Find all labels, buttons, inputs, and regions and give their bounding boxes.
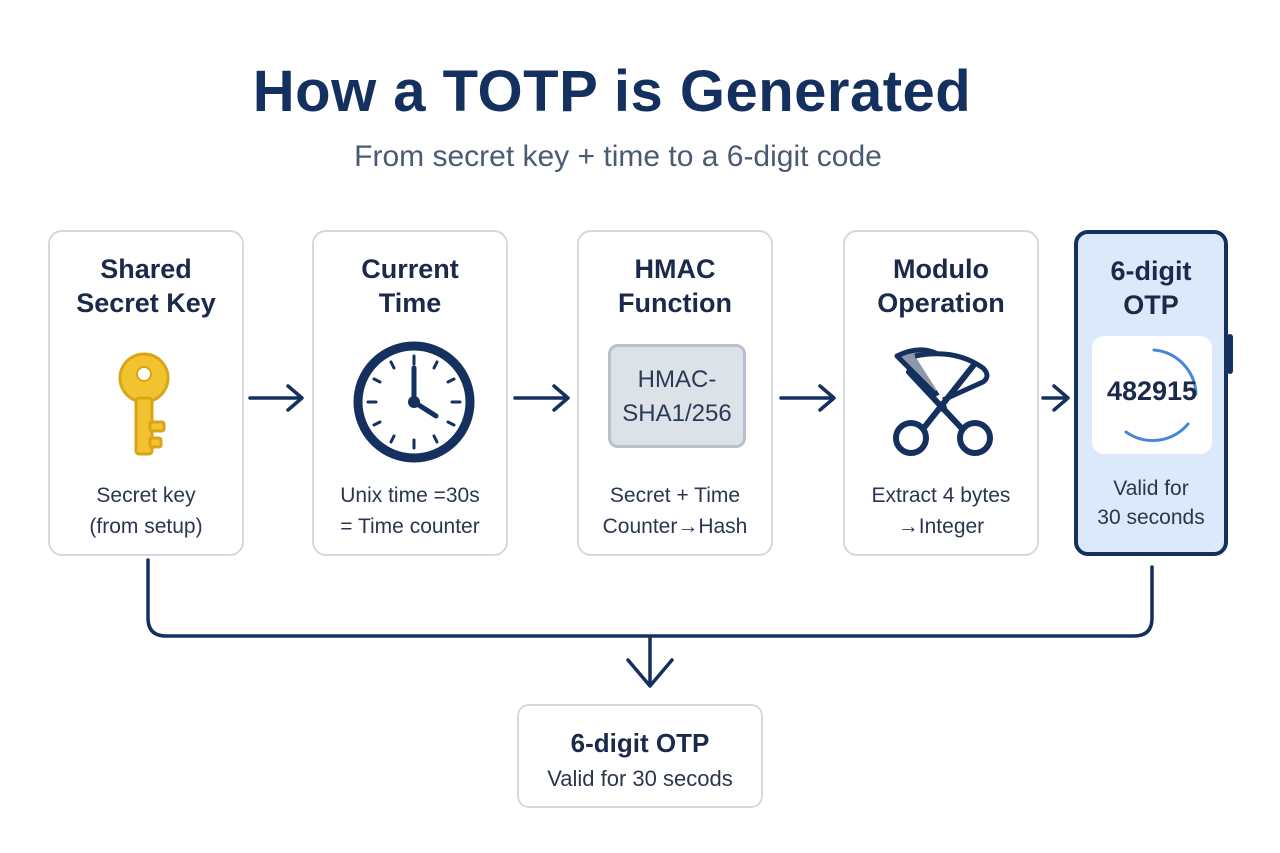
step-description: Unix time =30s = Time counter — [340, 484, 480, 538]
arrow-right-icon — [779, 384, 836, 412]
key-icon — [118, 352, 170, 456]
arrow-right-icon — [1041, 384, 1070, 412]
step-description: Valid for 30 seconds — [1097, 477, 1205, 529]
step-card-otp-phone: 6-digit OTP 482915 Valid for 30 seconds — [1074, 230, 1233, 556]
otp-display: 482915 — [1092, 336, 1212, 454]
arrow-right-icon — [248, 384, 304, 412]
step-title: Modulo Operation — [877, 254, 1005, 318]
result-box: 6-digit OTP Valid for 30 secods — [517, 704, 763, 808]
result-title: 6-digit OTP — [570, 728, 710, 758]
step-title: Current Time — [361, 254, 459, 318]
step-description: Extract 4 bytes →Integer — [871, 484, 1011, 538]
step-title: Shared Secret Key — [76, 254, 216, 318]
arrow-right-icon — [513, 384, 570, 412]
clock-icon — [353, 341, 475, 463]
step-card-modulo-operation: Modulo Operation Extract 4 bytes →Intege… — [843, 230, 1039, 556]
step-title: 6-digit OTP — [1110, 256, 1192, 320]
step-card-hmac-function: HMAC Function HMAC- SHA1/256 Secret + Ti… — [577, 230, 773, 556]
hmac-algorithm-box: HMAC- SHA1/256 — [608, 344, 746, 448]
step-title: HMAC Function — [618, 254, 732, 318]
step-description: Secret + Time Counter→Hash — [602, 484, 748, 538]
scissors-icon — [893, 347, 993, 456]
timer-ring-icon — [1124, 348, 1198, 442]
otp-code: 482915 — [1106, 376, 1198, 406]
merge-line — [146, 558, 1154, 638]
page-title: How a TOTP is Generated — [252, 59, 972, 124]
step-description: Secret key (from setup) — [89, 484, 203, 538]
step-card-secret-key: Shared Secret Key Secret key (from setup… — [48, 230, 244, 556]
page-subtitle: From secret key + time to a 6-digit code — [354, 140, 882, 173]
chevron-down-icon — [626, 658, 674, 688]
step-card-current-time: Current Time Unix time =30s = Time count… — [312, 230, 508, 556]
result-subtitle: Valid for 30 secods — [547, 766, 733, 791]
phone-side-button — [1227, 334, 1233, 374]
